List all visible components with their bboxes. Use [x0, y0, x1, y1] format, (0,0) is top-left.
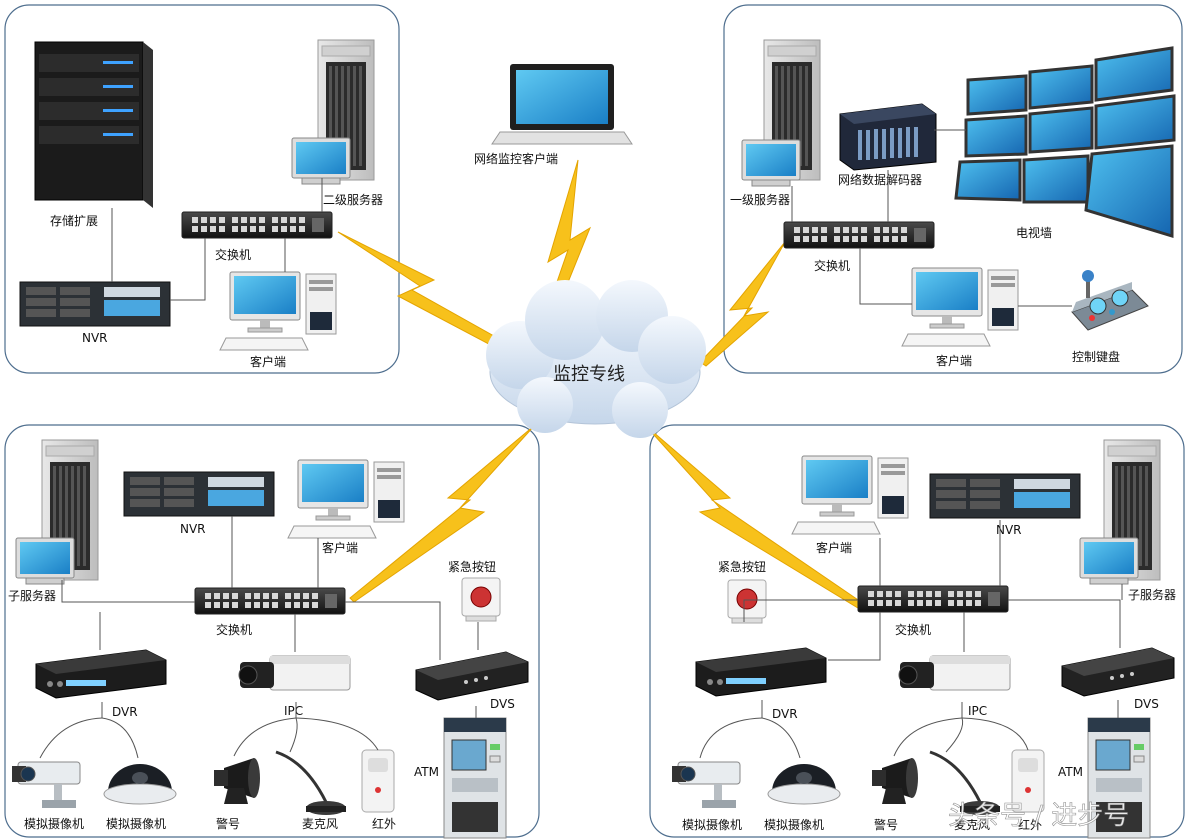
top-left-switch-icon: [181, 211, 333, 239]
bottom-left-dvs-label: DVS: [490, 697, 515, 711]
bottom-right-panic-button-icon: [727, 579, 767, 624]
bottom-right-panic-label: 紧急按钮: [718, 559, 766, 574]
bottom-left-dvr-label: DVR: [112, 705, 138, 719]
bottom-left-ipc-label: IPC: [284, 704, 303, 718]
top-middle-label: 网络监控客户端: [474, 151, 558, 166]
bottom-right-sub-server-label: 子服务器: [1128, 587, 1176, 602]
video-wall-label: 电视墙: [1016, 225, 1052, 240]
bottom-right-wires: [699, 520, 1123, 759]
bottom-right-alarm-label: 警号: [874, 817, 898, 832]
top-left-client-label: 客户端: [250, 354, 286, 369]
bottom-left-client-label: 客户端: [322, 540, 358, 555]
storage-label: 存储扩展: [50, 213, 98, 228]
center-label: 监控专线: [553, 364, 625, 385]
bottom-left-nvr-icon: [123, 471, 275, 517]
secondary-server-label: 二级服务器: [323, 192, 383, 207]
bottom-right-switch-icon: [857, 585, 1009, 613]
top-right-wires: [791, 129, 1072, 307]
bottom-right-mic-label: 麦克风: [954, 818, 990, 832]
laptop-icon: [491, 64, 633, 145]
bottom-left-atm-label: ATM: [414, 765, 439, 779]
bottom-left-analog-camera-2-label: 模拟摄像机: [106, 816, 166, 831]
bottom-right-switch-label: 交换机: [895, 622, 931, 637]
bottom-right-analog-camera-2-label: 模拟摄像机: [764, 817, 824, 832]
top-left-switch-label: 交换机: [215, 247, 251, 262]
decoder-label: 网络数据解码器: [838, 172, 922, 187]
storage-server-icon: [34, 41, 153, 208]
top-left-wires: [111, 178, 323, 301]
bottom-left-atm-icon: [443, 717, 507, 839]
primary-server-label: 一级服务器: [730, 192, 790, 207]
bottom-left-panic-label: 紧急按钮: [448, 559, 496, 574]
link-bolt-bottom-left: [349, 424, 536, 603]
top-right-switch-icon: [783, 221, 935, 249]
top-right-switch-label: 交换机: [814, 258, 850, 273]
bottom-left-panic-button-icon: [461, 577, 501, 622]
bottom-right-dvr-label: DVR: [772, 707, 798, 721]
bottom-left-sub-server-label: 子服务器: [8, 588, 56, 603]
bottom-right-atm-label: ATM: [1058, 765, 1083, 779]
link-bolt-top-right: [699, 241, 786, 367]
secondary-server-monitor-icon: [291, 137, 351, 185]
bottom-left-nvr-label: NVR: [180, 522, 206, 536]
top-left-nvr-icon: [19, 281, 171, 327]
bottom-left-analog-camera-1-label: 模拟摄像机: [24, 816, 84, 831]
bottom-right-sub-server-monitor-icon: [1079, 537, 1139, 585]
panel-bottom-right: [649, 424, 1185, 838]
bottom-left-infrared-label: 红外: [372, 816, 396, 831]
bottom-right-nvr-label: NVR: [996, 523, 1022, 537]
bottom-right-dvs-label: DVS: [1134, 697, 1159, 711]
cloud-icon: [486, 280, 706, 438]
bottom-right-infrared-label: 红外: [1018, 817, 1042, 832]
decoder-icon: [839, 103, 937, 171]
keyboard-label: 控制键盘: [1072, 349, 1120, 364]
bottom-right-analog-camera-1-label: 模拟摄像机: [682, 817, 742, 832]
primary-server-monitor-icon: [741, 139, 801, 187]
watermark-text: 头条号 / 进步号: [948, 801, 1129, 831]
bottom-left-infrared-icon: [361, 749, 395, 813]
bottom-right-ipc-label: IPC: [968, 704, 987, 718]
top-right-client-label: 客户端: [936, 353, 972, 368]
video-wall-icon: [954, 46, 1176, 239]
bottom-left-wires: [39, 516, 479, 759]
top-left-nvr-label: NVR: [82, 331, 108, 345]
bottom-left-switch-icon: [194, 587, 346, 615]
bottom-left-switch-label: 交换机: [216, 622, 252, 637]
panel-bottom-left: [4, 424, 540, 838]
bottom-right-nvr-icon: [929, 473, 1081, 519]
bottom-left-mic-label: 麦克风: [302, 817, 338, 831]
joystick-keyboard-icon: [1071, 270, 1149, 331]
bottom-right-client-label: 客户端: [816, 540, 852, 555]
bottom-left-sub-server-monitor-icon: [15, 537, 75, 585]
bottom-left-alarm-label: 警号: [216, 816, 240, 831]
